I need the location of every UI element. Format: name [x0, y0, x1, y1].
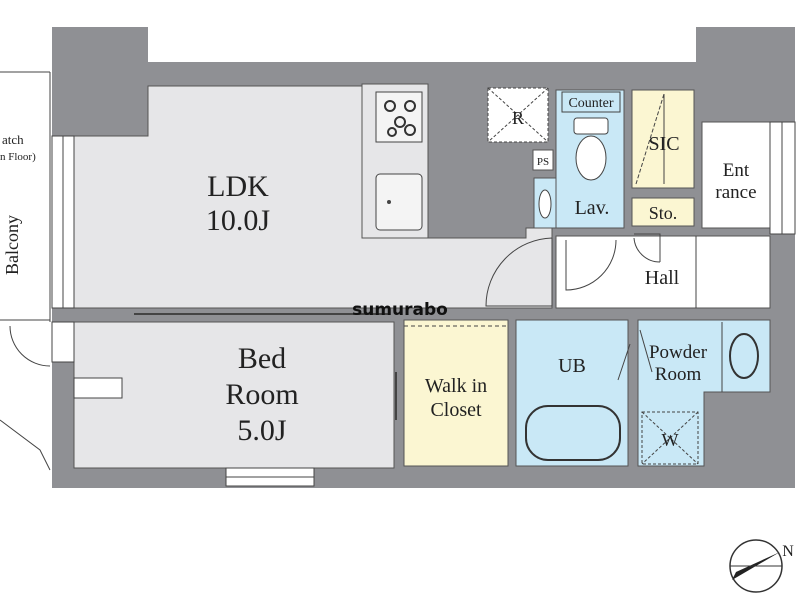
- burner-icon: [387, 127, 397, 137]
- storage-floor: [631, 197, 695, 227]
- washer-space: [641, 411, 699, 465]
- entrance-label-2: rance: [715, 182, 756, 203]
- ldk-size: 10.0J: [206, 204, 271, 237]
- washer-cross: [641, 411, 699, 465]
- drain-icon: [387, 200, 391, 204]
- burner-icon: [404, 124, 416, 136]
- ac-unit: [73, 377, 123, 399]
- bedroom-floor: [73, 321, 395, 469]
- compass-north-label: N: [782, 543, 794, 560]
- watermark: sumurabo: [352, 300, 448, 320]
- powder-door: [639, 329, 653, 373]
- hall-closet-door: [633, 233, 661, 263]
- bed-label-2: Room: [225, 378, 298, 411]
- ub-label: UB: [558, 355, 586, 377]
- lav-sink-icon: [538, 189, 552, 219]
- burner-icon: [384, 100, 396, 112]
- bedroom-left-window: [51, 321, 75, 363]
- ps-label: PS: [537, 156, 549, 168]
- balcony-edge: [0, 419, 51, 471]
- lav-label: Lav.: [575, 197, 610, 219]
- washer-cross: [641, 411, 699, 465]
- ps-box: [532, 149, 554, 171]
- doors-windows: [9, 121, 796, 487]
- fixtures: [375, 87, 759, 465]
- balcony-door: [9, 325, 51, 367]
- hall-door: [565, 239, 617, 291]
- bathtub: [525, 405, 621, 461]
- compass: [729, 539, 783, 593]
- sic-floor: [631, 89, 695, 189]
- burner-icon: [404, 100, 416, 112]
- hall-label: Hall: [645, 267, 680, 289]
- entrance-label-1: Ent: [723, 160, 750, 181]
- bed-size: 5.0J: [237, 414, 287, 447]
- ldk-floor: [73, 85, 553, 309]
- powder-sink-icon: [729, 333, 759, 379]
- sic-diagonal: [635, 93, 665, 185]
- wic-label-2: Closet: [430, 399, 482, 421]
- powder-label-1: Powder: [649, 342, 708, 363]
- top-notch: [148, 20, 696, 62]
- ldk-door: [485, 237, 553, 307]
- sic-label: SIC: [648, 133, 679, 155]
- ldk-label: LDK: [207, 170, 269, 203]
- washer-label: W: [662, 430, 679, 450]
- entrance-floor: [701, 121, 771, 229]
- burner-icon: [394, 116, 406, 128]
- bed-label-1: Bed: [238, 342, 286, 375]
- counter-label: Counter: [568, 96, 613, 111]
- fridge-cross: [487, 87, 549, 143]
- lav-counter: [561, 91, 621, 113]
- ub-door: [617, 343, 631, 381]
- toilet-tank: [573, 117, 609, 135]
- hatch-label-1: atch: [2, 132, 24, 147]
- wic-label-1: Walk in: [425, 375, 487, 397]
- toilet-bowl-icon: [575, 135, 607, 181]
- kitchen-sink: [375, 173, 423, 231]
- fridge-label: R: [512, 108, 524, 128]
- wic-floor: [403, 319, 509, 467]
- hatch-label-2: n Floor): [0, 151, 36, 163]
- balcony-area: [0, 71, 51, 471]
- storage-label: Sto.: [649, 203, 678, 223]
- powder-label-2: Room: [655, 364, 702, 385]
- hall-floor: [555, 235, 771, 309]
- balcony-label: Balcony: [2, 215, 22, 275]
- labels: LDK 10.0J Bed Room 5.0J Walk in Closet U…: [0, 96, 794, 560]
